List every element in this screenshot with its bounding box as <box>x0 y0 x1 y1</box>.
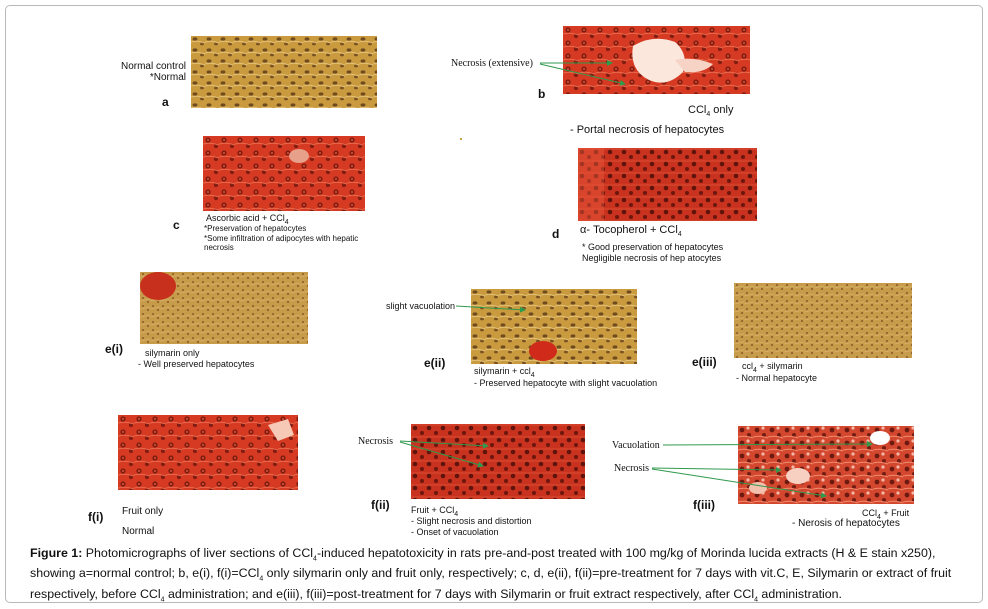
panel-e-ii-line-2: - Preserved hepatocyte with slight vacuo… <box>474 378 658 388</box>
panel-b-letter: b <box>538 87 546 101</box>
panel-e-i-letter: e(i) <box>105 342 123 356</box>
panel-e-iii-letter: e(iii) <box>692 355 717 369</box>
micrograph-f-i <box>118 415 298 490</box>
panel-e-ii-letter: e(ii) <box>424 356 446 370</box>
panel-e-ii-pointer-label: slight vacuolation <box>386 301 456 311</box>
panel-f-ii-line-2: - Slight necrosis and distortion <box>411 516 532 526</box>
panel-d-note-1: * Good preservation of hepatocytes <box>582 242 724 252</box>
panel-f-ii-line-3: - Onset of vacuolation <box>411 527 499 537</box>
micrograph-b <box>563 26 750 94</box>
figure-caption: Figure 1: Photomicrographs of liver sect… <box>30 546 952 604</box>
panel-f-i-line-1: Fruit only <box>122 506 164 517</box>
panel-f-ii-letter: f(ii) <box>371 498 390 512</box>
micrograph-c <box>203 136 365 211</box>
panel-e-i-line-2: - Well preserved hepatocytes <box>138 359 255 369</box>
panel-d-title: α- Tocopherol + CCl4 <box>580 224 682 239</box>
micrograph-a <box>191 36 377 108</box>
panel-e-ii-line-1: silymarin + ccl4 <box>474 366 535 379</box>
panel-d-letter: d <box>552 227 560 241</box>
panel-e-i-line-1: silymarin only <box>145 348 200 358</box>
panel-f-iii-pointer-necrosis: Necrosis <box>614 463 649 474</box>
panel-b-pointer-label: Necrosis (extensive) <box>451 58 533 69</box>
micrograph-f-iii <box>738 426 914 504</box>
panel-f-iii-pointer-vacuolation: Vacuolation <box>612 440 660 451</box>
panel-c-title: Ascorbic acid + CCl4 <box>206 213 289 226</box>
panel-c-letter: c <box>173 218 180 232</box>
panel-f-i-letter: f(i) <box>88 510 104 524</box>
caption-label: Figure 1: <box>30 546 83 560</box>
panel-a-label-2: *Normal <box>149 72 186 83</box>
panel-b-note: - Portal necrosis of hepatocytes <box>570 124 725 136</box>
panel-e-iii-line-1: ccl4 + silymarin <box>742 361 803 374</box>
panel-f-iii-line-1: CCl4 + Fruit <box>862 508 910 521</box>
micrograph-e-ii <box>471 289 637 364</box>
panel-a-label-1: Normal control <box>120 61 186 72</box>
micrograph-e-i <box>140 272 308 344</box>
panel-f-iii-letter: f(iii) <box>693 498 715 512</box>
panel-f-i-line-2: Normal <box>122 526 155 537</box>
micrograph-f-ii <box>411 424 585 499</box>
panel-c-note-1: *Preservation of hepatocytes <box>204 224 307 233</box>
panel-c-note-3: necrosis <box>204 243 234 252</box>
panel-f-ii-pointer-label: Necrosis <box>358 436 393 447</box>
micrograph-d <box>578 148 757 221</box>
panel-f-iii-line-2: - Nerosis of hepatocytes <box>792 518 900 529</box>
panel-a-letter: a <box>162 95 169 109</box>
panel-e-iii-line-2: - Normal hepatocyte <box>736 373 818 383</box>
micrograph-e-iii <box>734 283 912 358</box>
panel-d-note-2: Negligible necrosis of hep atocytes <box>582 253 722 263</box>
panel-b-title: CCl4 only <box>688 104 734 119</box>
panel-f-ii-line-1: Fruit + CCl4 <box>411 505 459 518</box>
panel-c-note-2: *Some infiltration of adipocytes with he… <box>204 234 359 243</box>
